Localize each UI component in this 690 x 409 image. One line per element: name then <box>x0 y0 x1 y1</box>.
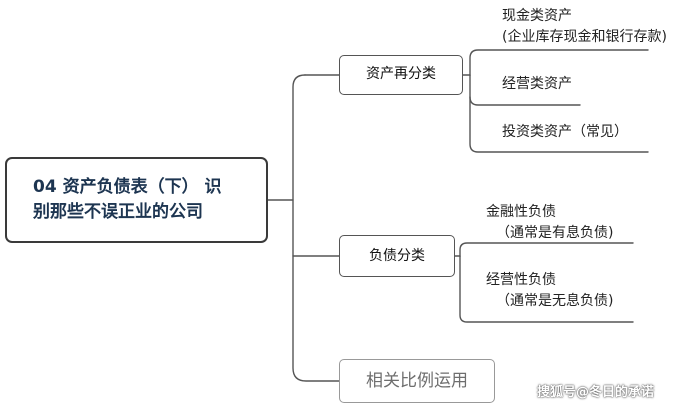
leaf-connector-cash <box>462 49 649 76</box>
leaf-investment-assets[interactable]: 投资类资产（常见） <box>502 122 628 143</box>
leaf-note: （通常是无息负债) <box>496 293 614 309</box>
leaf-title: 经营性负债 <box>486 272 556 288</box>
leaf-operating-assets[interactable]: 经营类资产 <box>502 74 572 95</box>
leaf-title: 金融性负债 <box>486 204 556 220</box>
leaf-connector-nonfinancial <box>459 255 634 323</box>
branch-label: 负债分类 <box>369 248 425 264</box>
root-title-line1: 04 资产负债表（下） 识 <box>33 177 222 197</box>
leaf-title: 现金类资产 <box>502 8 572 24</box>
leaf-title: 投资类资产（常见） <box>502 124 628 140</box>
leaf-financial-liabilities[interactable]: 金融性负债 （通常是有息负债) <box>486 202 613 244</box>
leaf-note: （通常是有息负债) <box>496 225 614 241</box>
root-title-line2: 别那些不误正业的公司 <box>33 202 203 222</box>
branch-label: 资产再分类 <box>366 66 436 82</box>
leaf-title: 经营类资产 <box>502 76 572 92</box>
branch-asset-reclassification[interactable]: 资产再分类 <box>339 55 463 95</box>
branch-label: 相关比例运用 <box>366 371 468 391</box>
leaf-note: (企业库存现金和银行存款) <box>502 29 667 45</box>
leaf-connector-investment <box>469 96 649 153</box>
trunk-line <box>292 74 340 382</box>
branch-ratio-application[interactable]: 相关比例运用 <box>339 359 495 403</box>
root-topic: 04 资产负债表（下） 识 别那些不误正业的公司 <box>5 157 268 243</box>
leaf-connector-financial <box>454 242 634 257</box>
leaf-cash-assets[interactable]: 现金类资产 (企业库存现金和银行存款) <box>502 6 667 48</box>
leaf-operating-liabilities[interactable]: 经营性负债 （通常是无息负债) <box>486 270 613 312</box>
watermark: 搜狐号@冬日的承诺 <box>537 385 655 400</box>
branch-liability-classification[interactable]: 负债分类 <box>339 235 455 277</box>
